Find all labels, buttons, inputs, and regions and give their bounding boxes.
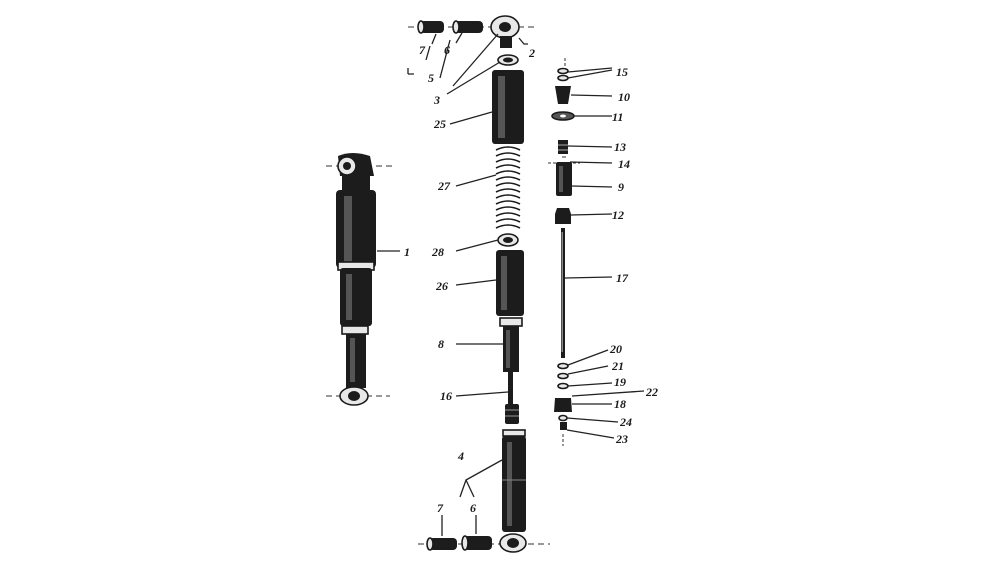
top-eye-assembly [408, 15, 538, 66]
callout-21: 21 [611, 359, 624, 373]
callout-3: 3 [433, 93, 440, 107]
callout-19: 19 [614, 375, 626, 389]
callout-12: 12 [612, 208, 624, 222]
callout-5: 5 [428, 71, 434, 85]
callout-11: 11 [612, 110, 623, 124]
callout-20: 20 [609, 342, 622, 356]
callout-27: 27 [437, 179, 451, 193]
callout-22: 22 [645, 385, 658, 399]
callout-8: 8 [438, 337, 444, 351]
callout-16: 16 [440, 389, 452, 403]
piston-rod [508, 372, 513, 404]
callout-labels: 1 2 3 4 5 6 6 7 7 8 9 10 11 12 13 14 15 … [404, 43, 658, 515]
central-column-parts [418, 70, 550, 553]
dust-cover-upper [492, 70, 524, 144]
callout-2: 2 [528, 46, 535, 60]
callout-15: 15 [616, 65, 628, 79]
callout-7-bottom: 7 [437, 501, 444, 515]
callout-10: 10 [618, 90, 630, 104]
callout-1: 1 [404, 245, 410, 259]
callout-6-bottom: 6 [470, 501, 476, 515]
callout-26: 26 [435, 279, 448, 293]
callout-7-top: 7 [419, 43, 426, 57]
callout-17: 17 [616, 271, 629, 285]
callout-4: 4 [457, 449, 464, 463]
callout-13: 13 [614, 140, 626, 154]
callout-9: 9 [618, 180, 624, 194]
inner-tube [503, 326, 519, 372]
spring [495, 146, 521, 229]
assembled-shock-absorber [326, 153, 392, 406]
callout-6-top: 6 [444, 43, 450, 57]
dust-cover-lower [496, 250, 524, 316]
outer-cylinder [502, 436, 526, 532]
callout-23: 23 [615, 432, 628, 446]
callout-25: 25 [433, 117, 446, 131]
leader-lines [377, 32, 645, 536]
callout-18: 18 [614, 397, 626, 411]
callout-14: 14 [618, 157, 630, 171]
callout-28: 28 [431, 245, 444, 259]
callout-24: 24 [619, 415, 632, 429]
